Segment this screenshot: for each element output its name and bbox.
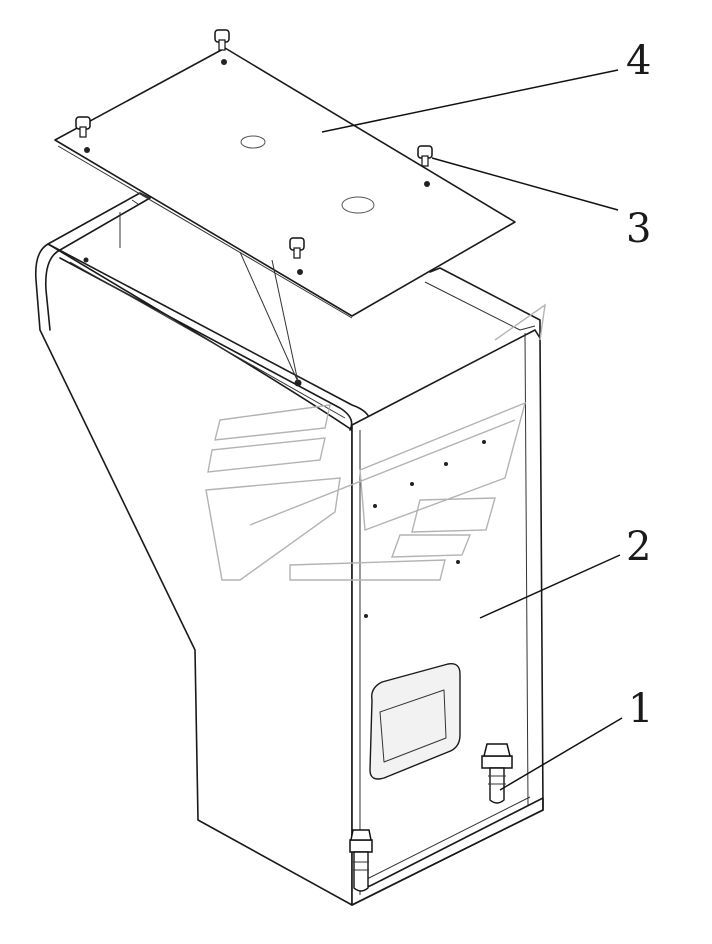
housing-base-inner (364, 796, 531, 881)
housing-body (34, 192, 544, 906)
housing-right-rim-inner (424, 281, 536, 331)
assembly-alignment-line (239, 251, 299, 383)
housing-hole (83, 257, 89, 263)
housing-right-rim (429, 267, 541, 339)
callout-1-leader (499, 717, 623, 791)
watermark-stripe (207, 437, 326, 473)
housing-hole (364, 614, 368, 618)
housing-hole (294, 379, 302, 387)
watermark-stripe (494, 303, 546, 341)
callout-2-leader (479, 554, 621, 619)
cover-plate-bolt-hole (297, 269, 303, 275)
housing-back-inner-edge (131, 192, 151, 205)
housing-hole (482, 440, 486, 444)
housing-front-edge-right (524, 332, 529, 806)
cover-plate-hole (341, 196, 375, 214)
cover-plate-bolt-hole (424, 181, 430, 187)
callout-1: 1 (628, 686, 653, 732)
housing-hole (410, 482, 414, 486)
cover-plate-hole (240, 135, 266, 149)
watermark-stripe (411, 497, 496, 533)
cover-plate-edge (57, 145, 353, 319)
base-bolt (481, 743, 513, 804)
watermark-stripe (214, 404, 331, 441)
watermark-stripe (205, 477, 341, 581)
callout-3: 3 (626, 206, 651, 252)
watermark-stripe (359, 401, 527, 531)
cover-plate-face (54, 47, 516, 317)
cover-plate-bolt-hole (84, 147, 90, 153)
cover-bolt (75, 116, 91, 138)
watermark-stripe (289, 559, 446, 581)
housing-rim-bevel (69, 261, 346, 419)
housing-hole (373, 504, 377, 508)
callout-4-leader (321, 69, 619, 133)
callout-2: 2 (626, 524, 651, 570)
housing-hole (444, 462, 448, 466)
watermark-stripe (249, 419, 516, 526)
callout-4: 4 (626, 38, 651, 84)
housing-front-face (351, 329, 544, 906)
housing-opening-inner (379, 689, 447, 763)
housing-hole (456, 560, 460, 564)
cover-bolt (214, 29, 230, 51)
callout-3-leader (431, 157, 619, 211)
watermark-stripe (390, 534, 472, 558)
cover-plate-bolt-hole (221, 59, 227, 65)
watermark-logo (205, 303, 546, 581)
cover-bolt (289, 237, 305, 259)
housing-left-face (34, 243, 353, 906)
housing-top-rim-inner (59, 257, 353, 431)
assembly-alignment-line (271, 259, 299, 383)
cover-plate (54, 47, 516, 383)
cover-bolt (417, 145, 433, 167)
base-bolt (349, 829, 373, 892)
housing-base (351, 797, 544, 906)
